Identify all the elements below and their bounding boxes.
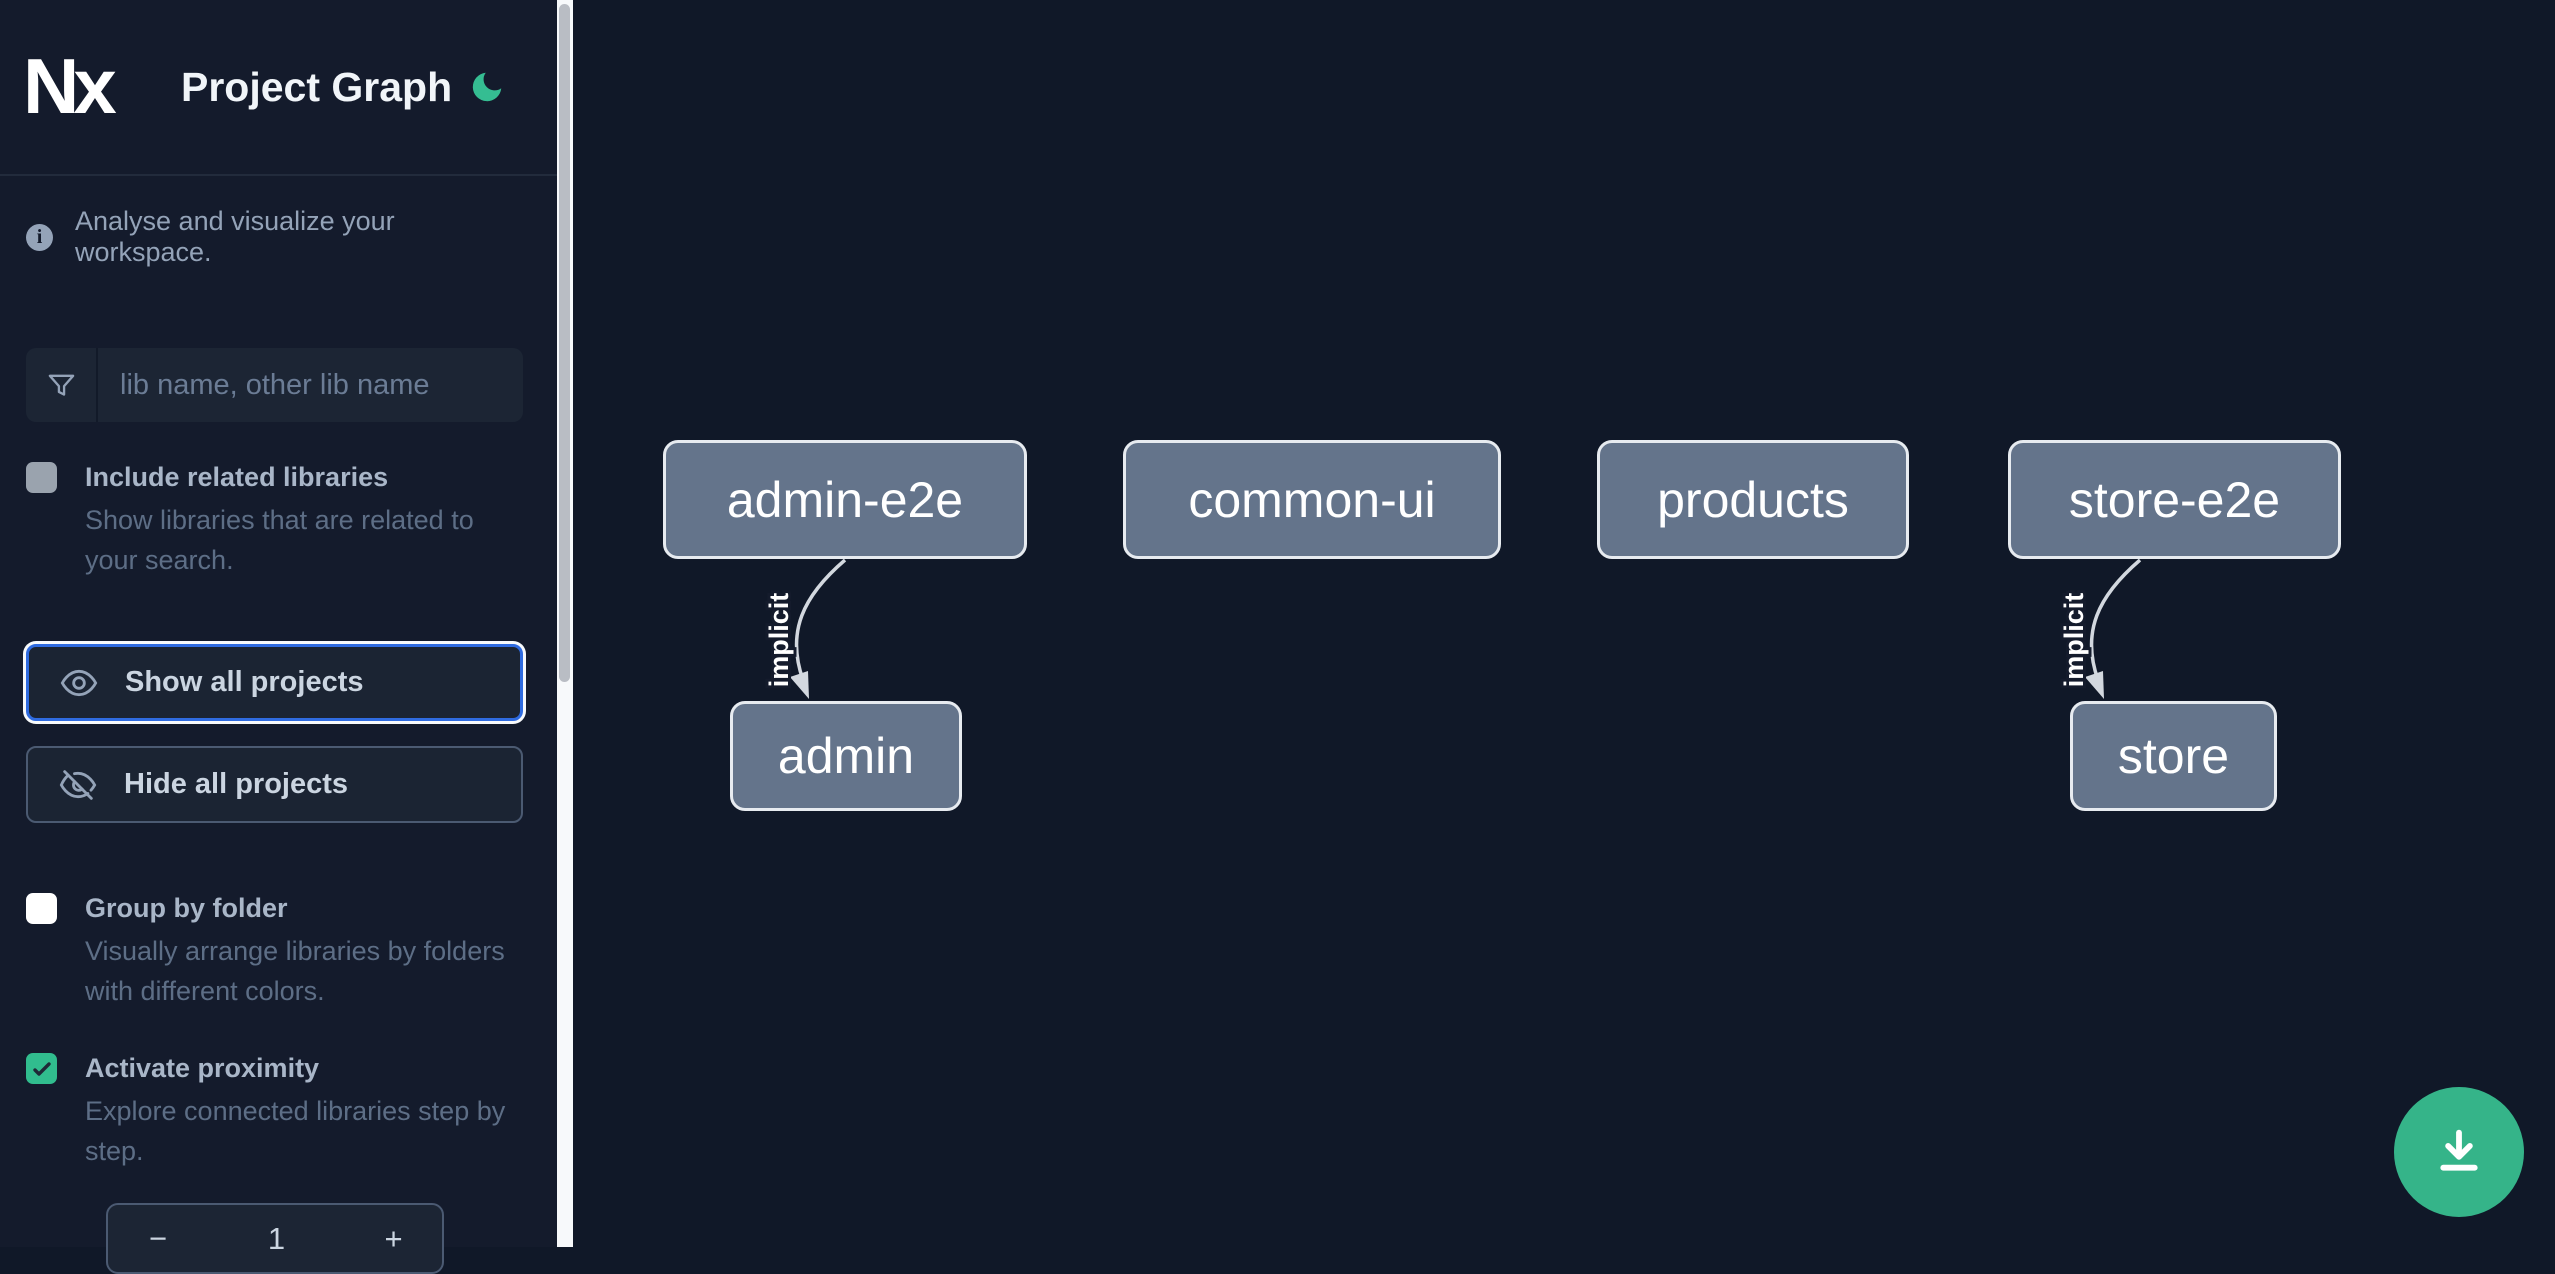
- edge-admin-e2e-admin: [794, 558, 847, 681]
- option-label: Include related libraries: [85, 462, 389, 492]
- sidebar: Nx Project Graph i Analyse and visualize…: [0, 0, 557, 1274]
- sidebar-header: Nx Project Graph: [0, 0, 557, 176]
- svg-text:Nx: Nx: [23, 45, 116, 129]
- sidebar-scrollbar[interactable]: [557, 0, 573, 1247]
- option-description: Visually arrange libraries by folders wi…: [85, 936, 505, 1006]
- hide-all-projects-label: Hide all projects: [124, 768, 349, 800]
- edge-store-e2e-store: [2089, 558, 2142, 681]
- sidebar-body: i Analyse and visualize your workspace. …: [0, 206, 557, 1274]
- check-icon: [32, 1061, 51, 1076]
- decrement-button[interactable]: −: [108, 1205, 208, 1272]
- show-all-projects-label: Show all projects: [125, 666, 364, 698]
- graph-node-admin[interactable]: admin: [730, 701, 962, 811]
- eye-icon: [60, 669, 98, 696]
- page-title: Project Graph: [181, 63, 453, 110]
- tagline-text: Analyse and visualize your workspace.: [75, 206, 395, 267]
- download-icon: [2440, 1129, 2478, 1171]
- info-icon: i: [26, 223, 53, 251]
- activate-proximity-checkbox[interactable]: [26, 1053, 57, 1084]
- eye-off-icon: [59, 769, 97, 800]
- proximity-stepper: − 1 +: [106, 1203, 444, 1274]
- graph-node-admin-e2e[interactable]: admin-e2e: [663, 440, 1027, 559]
- proximity-value[interactable]: 1: [267, 1220, 286, 1256]
- search-input[interactable]: [98, 348, 523, 422]
- edge-label-implicit: implicit: [764, 593, 794, 688]
- theme-toggle-button[interactable]: [467, 67, 507, 107]
- moon-icon: [472, 72, 502, 102]
- graph-node-common-ui[interactable]: common-ui: [1123, 440, 1501, 559]
- edge-arrowhead: [2085, 671, 2104, 699]
- nx-logo[interactable]: Nx: [23, 45, 133, 129]
- download-button[interactable]: [2394, 1087, 2524, 1217]
- include-related-checkbox[interactable]: [26, 462, 57, 493]
- group-by-folder-checkbox[interactable]: [26, 893, 57, 924]
- search-box: [26, 348, 523, 422]
- graph-node-store-e2e[interactable]: store-e2e: [2008, 440, 2341, 559]
- option-description: Explore connected libraries step by step…: [85, 1096, 506, 1166]
- show-all-projects-button[interactable]: Show all projects: [26, 644, 523, 721]
- tagline-row: i Analyse and visualize your workspace.: [26, 206, 531, 268]
- option-activate-proximity: Activate proximity Explore connected lib…: [26, 1051, 531, 1171]
- option-label: Activate proximity: [85, 1053, 320, 1083]
- edge-label-implicit: implicit: [2059, 593, 2089, 688]
- option-label: Group by folder: [85, 893, 288, 923]
- edge-arrowhead: [790, 671, 809, 699]
- graph-canvas[interactable]: implicit implicit admin-e2e common-ui pr…: [573, 0, 2555, 1247]
- graph-node-products[interactable]: products: [1597, 440, 1909, 559]
- increment-button[interactable]: +: [345, 1205, 442, 1272]
- hide-all-projects-button[interactable]: Hide all projects: [26, 746, 523, 823]
- option-description: Show libraries that are related to your …: [85, 505, 474, 575]
- option-group-by-folder: Group by folder Visually arrange librari…: [26, 891, 531, 1011]
- nx-logo-icon: Nx: [23, 45, 122, 129]
- scrollbar-thumb[interactable]: [559, 4, 570, 682]
- graph-edges: implicit implicit: [761, 558, 2142, 699]
- option-include-related-libraries: Include related libraries Show libraries…: [26, 460, 531, 580]
- filter-icon: [26, 348, 98, 422]
- graph-node-store[interactable]: store: [2070, 701, 2277, 811]
